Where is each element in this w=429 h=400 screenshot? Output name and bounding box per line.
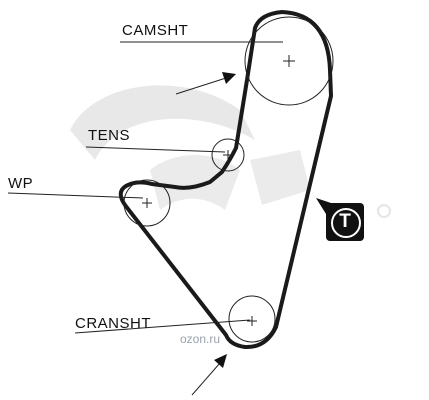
tensioner-label: TENS — [88, 127, 131, 144]
tensioner-leader-line — [85, 146, 226, 153]
water-pump-leader-line — [7, 192, 144, 199]
timing-badge-circle — [331, 208, 361, 238]
timing-badge: T — [326, 203, 364, 241]
crankshaft-label: CRANSHT — [75, 315, 152, 332]
crankshaft-pulley — [228, 295, 276, 343]
crankshaft-leader-line — [74, 319, 251, 334]
rotation-arrow-upper — [175, 72, 236, 95]
water-pump-pulley — [123, 179, 171, 227]
camshaft-label: CAMSHT — [122, 22, 189, 39]
center-cross-icon — [142, 198, 152, 208]
center-cross-icon — [223, 150, 233, 160]
timing-belt — [118, 10, 333, 350]
center-cross-icon — [247, 316, 257, 326]
gates-logo-watermark — [70, 85, 391, 218]
registered-mark-icon — [377, 204, 391, 218]
rotation-arrow-lower — [191, 354, 227, 396]
water-pump-label: WP — [8, 175, 34, 192]
center-cross-icon — [283, 55, 295, 67]
camshaft-pulley — [244, 16, 334, 106]
tensioner-pulley — [211, 138, 245, 172]
tension-arrow — [316, 198, 334, 214]
timing-badge-label: T — [339, 211, 351, 232]
watermark-ozon: ozon.ru — [180, 332, 221, 346]
